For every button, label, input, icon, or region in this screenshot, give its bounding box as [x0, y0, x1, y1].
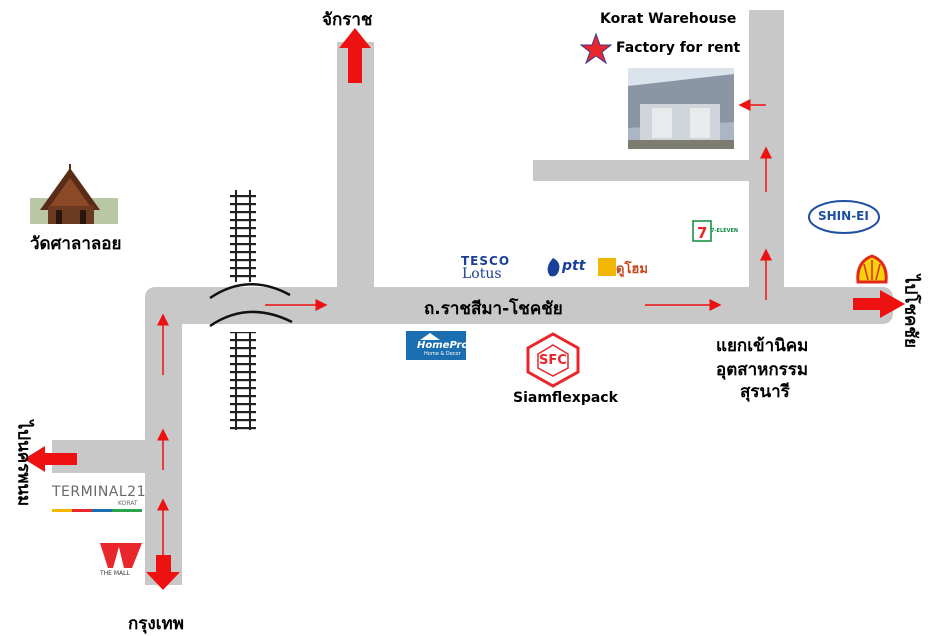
- homepro-logo: HomePro: [417, 340, 469, 351]
- siamflexpack-label: Siamflexpack: [513, 390, 618, 406]
- terminal21-stripe-icon: [52, 509, 142, 512]
- terminal21-logo: TERMINAL21: [52, 484, 146, 500]
- seven-eleven-logo: 7-ELEVEN: [711, 228, 739, 234]
- factory-star-icon: [579, 32, 613, 65]
- main-road-label: ถ.ราชสีมา-โชคชัย: [424, 299, 563, 319]
- dest-south-label: กรุงเทพ: [128, 614, 184, 634]
- temple-label: วัดศาลาลอย: [30, 234, 122, 254]
- junction-label-2: อุตสาหกรรม: [716, 360, 809, 380]
- rail-bridge-bottom: [209, 310, 293, 328]
- shinei-logo: SHIN-EI: [818, 209, 869, 223]
- factory-photo: [628, 68, 734, 149]
- terminal21-sub: KORAT: [118, 500, 138, 507]
- themall-logo-icon: [100, 543, 142, 568]
- ptt-flame-icon: [547, 258, 560, 277]
- rail-bridge-top: [209, 283, 291, 300]
- svg-text:7: 7: [697, 224, 707, 242]
- dest-north-label: จักราช: [322, 10, 373, 30]
- dohome-logo: ดูโฮม: [616, 262, 648, 277]
- dest-west-label: ไปนครพนม: [13, 420, 34, 507]
- homepro-logo-icon: [406, 331, 466, 360]
- railway: [209, 190, 293, 430]
- main-road: [145, 287, 893, 324]
- dohome-badge-icon: [598, 258, 616, 276]
- shinei-logo-border: [808, 200, 880, 234]
- temple-icon: [30, 164, 118, 224]
- tesco-logo-top: TESCO: [461, 254, 511, 268]
- north-road: [337, 42, 374, 292]
- direction-arrows: [157, 99, 772, 560]
- seven-eleven-logo-icon: 7: [692, 220, 712, 242]
- destination-arrows: [24, 28, 905, 590]
- junction-label-1: แยกเข้านิคม: [716, 336, 809, 356]
- themall-logo: THE MALL: [100, 570, 130, 577]
- roads: [52, 10, 893, 585]
- title-factory-for-rent: Factory for rent: [616, 40, 741, 56]
- railway-track-south: [230, 332, 256, 430]
- title-korat-warehouse: Korat Warehouse: [600, 11, 737, 27]
- homepro-sub: Home & Decor: [424, 351, 461, 357]
- sfc-logo: SFC: [539, 353, 567, 368]
- arrow-east-big: [853, 290, 905, 318]
- sfc-logo-icon: [526, 332, 580, 388]
- arrow-west-big: [24, 446, 77, 472]
- factory-access-road: [533, 160, 755, 181]
- railway-track-north: [230, 190, 256, 282]
- ptt-logo: ptt: [562, 258, 586, 274]
- tesco-logo-bottom: Lotus: [462, 266, 502, 282]
- dest-east-label: ไปโชคชัย: [900, 275, 921, 348]
- arrow-south-big: [146, 555, 180, 590]
- shell-logo-icon: [856, 254, 888, 284]
- arrow-north-big: [339, 28, 371, 83]
- junction-label-3: สุรนารี: [740, 382, 790, 402]
